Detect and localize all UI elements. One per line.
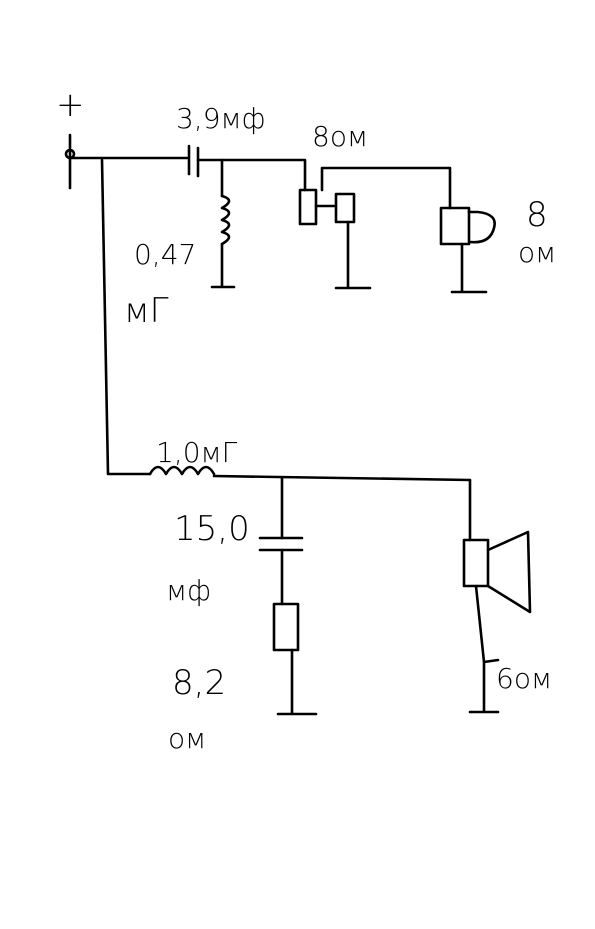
top-inductor-value: 0,47 bbox=[134, 238, 196, 271]
top-wire-right bbox=[196, 158, 307, 192]
attenuator-ground bbox=[334, 220, 372, 290]
top-inductor-unit: мГ bbox=[124, 291, 169, 331]
woofer-ground bbox=[468, 584, 500, 714]
woofer-cone bbox=[486, 530, 532, 614]
bottom-feed-wire bbox=[100, 158, 152, 476]
bottom-inductor-label: 1,0мГ bbox=[156, 436, 238, 469]
top-inductor-coil bbox=[220, 194, 231, 246]
woofer-magnet bbox=[462, 538, 490, 588]
zobel-capacitor-value: 15,0 bbox=[174, 509, 250, 549]
attenuator-resistor-2 bbox=[334, 192, 356, 224]
tweeter-feed-wire bbox=[320, 166, 452, 210]
attenuator-resistor-1 bbox=[298, 188, 318, 226]
zobel-resistor-unit: ом bbox=[168, 722, 206, 755]
tweeter-unit: ом bbox=[518, 236, 556, 269]
tweeter-value: 8 bbox=[526, 195, 548, 235]
woofer-label: 6ом bbox=[496, 662, 552, 695]
zobel-ground bbox=[276, 648, 318, 716]
zobel-capacitor-unit: мф bbox=[166, 574, 211, 607]
bottom-inductor-coil bbox=[148, 465, 216, 476]
tweeter-ground bbox=[450, 242, 488, 294]
top-capacitor-label: 3,9мф bbox=[176, 102, 266, 135]
woofer-tap bbox=[482, 658, 500, 664]
tweeter-magnet bbox=[439, 206, 471, 246]
attenuator-label: 8ом bbox=[312, 120, 368, 153]
top-inductor-ground bbox=[210, 242, 236, 289]
plus-label: + bbox=[56, 85, 85, 125]
zobel-resistor-value: 8,2 bbox=[172, 663, 226, 703]
tweeter-dome bbox=[467, 210, 496, 244]
bottom-wire-main bbox=[212, 474, 472, 542]
zobel-resistor bbox=[272, 602, 300, 652]
